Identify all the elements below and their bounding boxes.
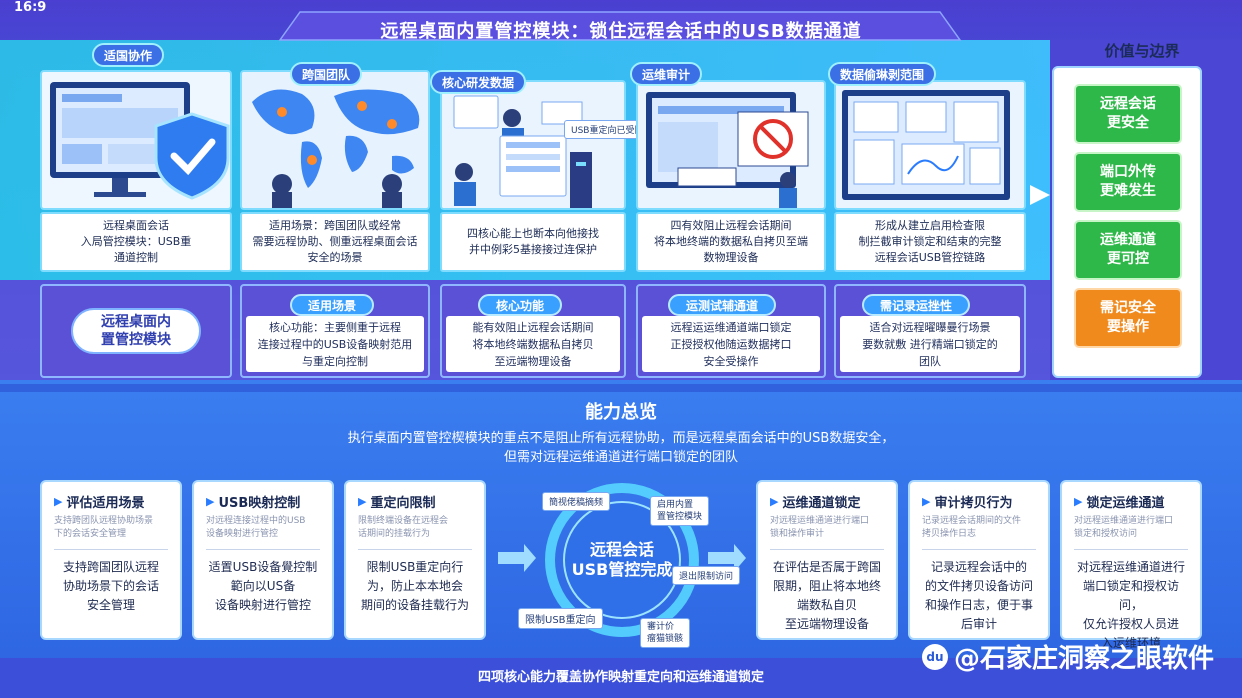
card-title: ▶审计拷贝行为 — [922, 495, 1013, 511]
play-icon: ▶ — [54, 495, 63, 508]
card-body: 适置USB设备覺控制 範向以US备 设备映射进行管控 — [208, 560, 318, 612]
divider — [358, 549, 472, 550]
cycle-label-5: 限制USB重定向 — [518, 608, 603, 629]
play-icon: ▶ — [206, 495, 215, 508]
side-button-records[interactable]: 需记安全 要操作 — [1074, 288, 1182, 348]
tag-ops-audit: 运维审计 — [630, 62, 703, 86]
card-title: ▶运维通道锁定 — [770, 495, 861, 511]
card-audit: ▶审计拷贝行为 记录远程会话期间的文件 拷贝操作日志 记录远程会话中的 的文件拷… — [908, 480, 1050, 640]
divider — [54, 549, 168, 550]
scene-panel-5 — [834, 80, 1026, 210]
scene-panel-2 — [240, 70, 430, 210]
card-usb-mapping: ▶USB映射控制 对远程连接过程中的USB 设备映射进行管控 适置USB设备覺控… — [192, 480, 334, 640]
card-subtitle: 记录远程会话期间的文件 拷贝操作日志 — [922, 516, 1022, 539]
side-button-safer[interactable]: 远程会话 更安全 — [1074, 84, 1182, 144]
research-data-illustration — [442, 82, 624, 208]
mid-text-3: 远程运运维通道端口锁定 正授授权他随运数据拷口 安全受操作 — [642, 316, 820, 372]
mid-pill-4: 需记录运挫性 — [862, 294, 971, 316]
world-map-illustration — [242, 72, 428, 208]
paw-icon: du — [921, 643, 948, 670]
card-subtitle: 支持跨团队远程协助场景 下的会话安全管理 — [54, 516, 154, 539]
card-body: 对远程运维通道进行 端口锁定和授权访问， 仅允许授权人员进 入运维环境 — [1076, 560, 1185, 650]
card-title: ▶评估适用场景 — [54, 495, 145, 511]
monitor-shield-illustration — [50, 82, 230, 200]
tag-collaboration: 适国协作 — [92, 43, 165, 67]
scene-panel-3 — [440, 80, 626, 210]
module-label: 远程桌面内 置管控模块 — [71, 308, 201, 354]
cycle-label-4: 審计价 瘤猫锁骸 — [640, 618, 691, 648]
card-subtitle: 对远程运维通道进行端口 锁和操作审计 — [770, 516, 870, 539]
divider — [1074, 549, 1188, 550]
top-desc-2: 适用场景：跨国团队或经常 需要远程协助、侧重远程桌面会话 安全的场景 — [240, 212, 430, 272]
card-body: 限制USB重定向行 为，防止本本地会 期间的设备挂载行为 — [360, 560, 469, 612]
cycle-label-1: 簡视佬稿摘频 — [542, 492, 611, 511]
overview-title: 能力总览 — [585, 402, 657, 423]
mid-text-1: 核心功能：主要侧重于远程 连接过程中的USB设备映射范用 与重定向控制 — [246, 316, 424, 372]
card-title: ▶重定向限制 — [358, 495, 436, 511]
card-evaluate: ▶评估适用场景 支持跨团队远程协助场景 下的会话安全管理 支持跨国团队远程 协助… — [40, 480, 182, 640]
divider — [206, 549, 320, 550]
card-body: 在评估是否属于跨国 限期，阻止将本地终 端数私自贝 至远端物理设备 — [772, 560, 881, 631]
card-body: 记录远程会话中的 的文件拷贝设备访问 和操作日志，便于事 后审计 — [924, 560, 1033, 631]
card-title: ▶USB映射控制 — [206, 495, 301, 511]
top-desc-1: 远程桌面会话 入局管控模块：USB重 通道控制 — [40, 212, 232, 272]
card-lock-channel: ▶锁定运维通道 对远程运维通道进行端口 锁定和授权访问 对远程运维通道进行 端口… — [1060, 480, 1202, 650]
overview-line-1: 执行桌面内置管控楔模块的重点不是阻止所有远程协助，而是远程桌面会话中的USB数据… — [347, 431, 895, 446]
audit-illustration — [638, 82, 824, 208]
divider — [770, 549, 884, 550]
side-button-ops[interactable]: 运维通道 更可控 — [1074, 220, 1182, 280]
mid-pill-2: 核心功能 — [478, 294, 563, 316]
cycle-label-3: 退出限制访问 — [672, 566, 741, 585]
aspect-ratio-label: 16:9 — [14, 0, 47, 15]
play-icon: ▶ — [1074, 495, 1083, 508]
top-desc-3: 四核心能上也断本向他接找 并中例彩5基接接过连保护 — [440, 212, 626, 272]
card-title: ▶锁定运维通道 — [1074, 495, 1165, 511]
module-box: 远程桌面内 置管控模块 — [40, 284, 232, 378]
divider — [922, 549, 1036, 550]
play-icon: ▶ — [770, 495, 779, 508]
overview-line-2: 但需对远程运维通道进行端口锁定的团队 — [503, 450, 738, 465]
top-desc-4: 四有效阻止远程会话期间 将本地终端的数据私自拷贝至端 数物理设备 — [636, 212, 826, 272]
card-subtitle: 对远程连接过程中的USB 设备映射进行管控 — [206, 516, 306, 539]
card-subtitle: 限制终端设备在远程会 话期间的挂载行为 — [358, 516, 449, 539]
cycle-center-text: 远程会话 USB管控完成 — [571, 540, 673, 579]
card-subtitle: 对远程运维通道进行端口 锁定和授权访问 — [1074, 516, 1174, 539]
tag-core-data: 核心研发数据 — [430, 70, 527, 94]
tag-cross-team: 跨国团队 — [290, 62, 363, 86]
cycle-label-2: 启用内置 置管控模块 — [650, 496, 710, 526]
scene-panel-1 — [40, 70, 232, 210]
mid-pill-3: 运测试辅通道 — [668, 294, 777, 316]
top-desc-5: 形成从建立启用检查限 制拦截审计锁定和结束的完整 远程会话USB管控链路 — [834, 212, 1026, 272]
page-title: 远程桌面内置管控模块：锁住远程会话中的USB数据通道 — [380, 21, 862, 42]
side-button-port[interactable]: 端口外传 更难发生 — [1074, 152, 1182, 212]
card-body: 支持跨国团队远程 协助场景下的会话 安全管理 — [62, 560, 159, 612]
watermark: du @石家庄洞察之眼软件 — [921, 638, 1214, 675]
play-icon: ▶ — [358, 495, 367, 508]
scene-panel-4 — [636, 80, 826, 210]
mid-pill-1: 适用场景 — [290, 294, 375, 316]
footer-text: 四项核心能力覆盖协作映射重定向和运维通道锁定 — [477, 670, 764, 685]
cycle-diagram — [498, 483, 746, 637]
mid-text-4: 适合对远程曜曝曼行场景 要数就敷 进行精端口锁定的 团队 — [840, 316, 1020, 372]
side-title: 价值与边界 — [1104, 42, 1180, 60]
mid-text-2: 能有效阻止远程会话期间 将本地终端数据私自拷贝 至远端物理设备 — [446, 316, 620, 372]
data-scope-illustration — [836, 82, 1024, 208]
card-redirect: ▶重定向限制 限制终端设备在远程会 话期间的挂载行为 限制USB重定向行 为，防… — [344, 480, 486, 640]
card-ops-lock: ▶运维通道锁定 对远程运维通道进行端口 锁和操作审计 在评估是否属于跨国 限期，… — [756, 480, 898, 640]
play-icon: ▶ — [922, 495, 931, 508]
tag-data-scope: 数据偷琳剥范围 — [828, 62, 937, 86]
